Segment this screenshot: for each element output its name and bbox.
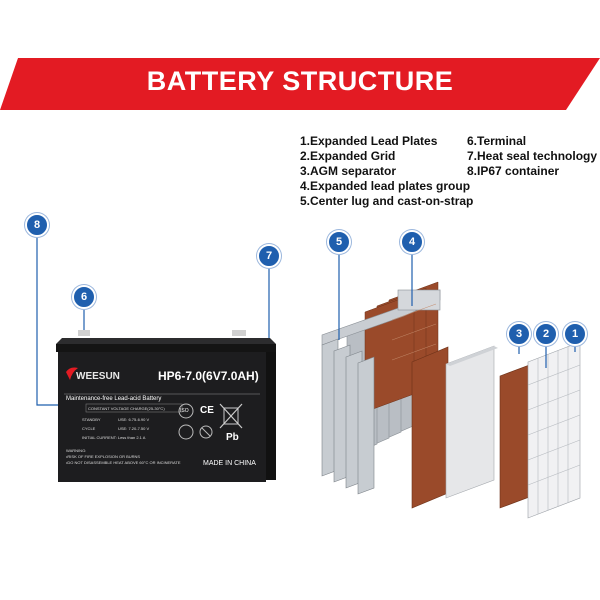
made-in-label: MADE IN CHINA (203, 460, 256, 467)
legend-left: 1.Expanded Lead Plates 2.Expanded Grid 3… (300, 134, 473, 209)
title-banner (0, 58, 600, 110)
legend-item: 1.Expanded Lead Plates (300, 134, 438, 148)
cycle-label: CYCLE (82, 426, 96, 431)
initial-current: INITIAL CURRENT: Less than 2.1 A (82, 435, 146, 440)
callout-4: 4 (400, 230, 424, 254)
legend-item: 4.Expanded lead plates group (300, 179, 471, 193)
brand-logo: WEESUN (76, 371, 120, 382)
legend-item: 3.AGM separator (300, 164, 397, 178)
callout-8: 8 (25, 213, 49, 237)
pb-mark: Pb (226, 432, 239, 443)
callout-1: 1 (563, 322, 587, 346)
warning-line-1: •RISK OF FIRE EXPLOSION OR BURNS (66, 454, 141, 459)
battery-subtitle: Maintenance-free Lead-acid Battery (66, 396, 162, 402)
brown-plate-a (411, 346, 449, 509)
legend-item: 6.Terminal (467, 134, 527, 148)
callout-3: 3 (507, 322, 531, 346)
expanded-grid (527, 341, 581, 519)
iso-mark: ISO (180, 408, 189, 414)
banner-title: BATTERY STRUCTURE (146, 66, 454, 96)
standby-value: USE: 6.75-6.90 V (118, 417, 150, 422)
callout-2: 2 (534, 322, 558, 346)
charge-note: CONSTANT VOLTAGE CHARGE(25-30°C) (88, 406, 165, 411)
cycle-value: USE: 7.20-7.50 V (118, 426, 150, 431)
legend-item: 5.Center lug and cast-on-strap (300, 194, 474, 208)
ce-mark: CE (200, 405, 214, 416)
legend-item: 8.IP67 container (467, 164, 560, 178)
warning-title: WARNING: (66, 448, 87, 453)
callout-5: 5 (327, 230, 351, 254)
legend-item: 2.Expanded Grid (300, 149, 396, 163)
battery-model: HP6-7.0(6V7.0AH) (158, 369, 259, 383)
standby-label: STANDBY (82, 417, 101, 422)
battery-case (56, 330, 276, 482)
agm-separator (445, 345, 498, 499)
callout-6: 6 (72, 285, 96, 309)
legend-right: 6.Terminal 7.Heat seal technology 8.IP67… (467, 134, 597, 179)
callout-7: 7 (257, 244, 281, 268)
warning-line-2: •DO NOT DISASSEMBLE HEAT ABOVE 60°C OR I… (66, 460, 181, 465)
legend-item: 7.Heat seal technology (467, 149, 598, 163)
